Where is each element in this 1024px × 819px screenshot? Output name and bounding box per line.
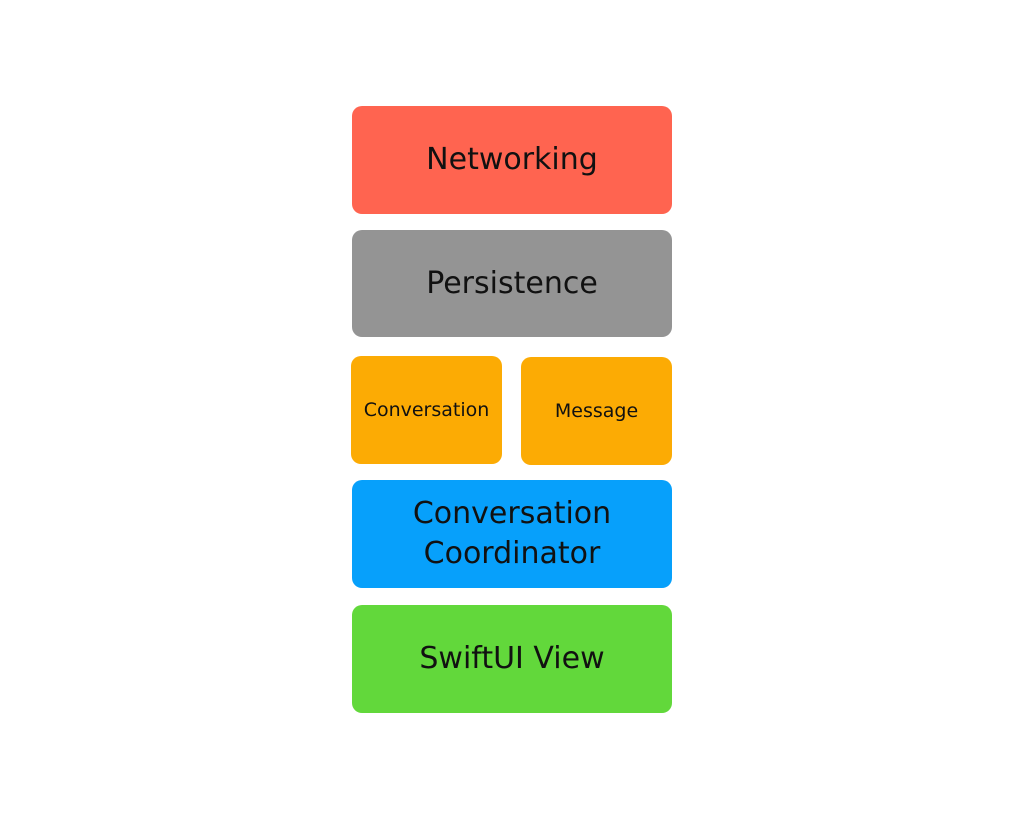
conversation-label: Conversation	[363, 399, 490, 421]
persistence-layer: Persistence	[352, 230, 672, 337]
networking-layer: Networking	[352, 106, 672, 214]
message-label: Message	[554, 400, 639, 422]
persistence-label: Persistence	[426, 265, 598, 301]
swiftui-view-layer: SwiftUI View	[352, 605, 672, 713]
message-model-box: Message	[521, 357, 672, 465]
coordinator-label: Conversation Coordinator	[412, 496, 612, 571]
conversation-coordinator-layer: Conversation Coordinator	[352, 480, 672, 588]
networking-label: Networking	[426, 142, 598, 177]
conversation-model-box: Conversation	[351, 356, 502, 464]
swiftui-label: SwiftUI View	[419, 641, 605, 676]
